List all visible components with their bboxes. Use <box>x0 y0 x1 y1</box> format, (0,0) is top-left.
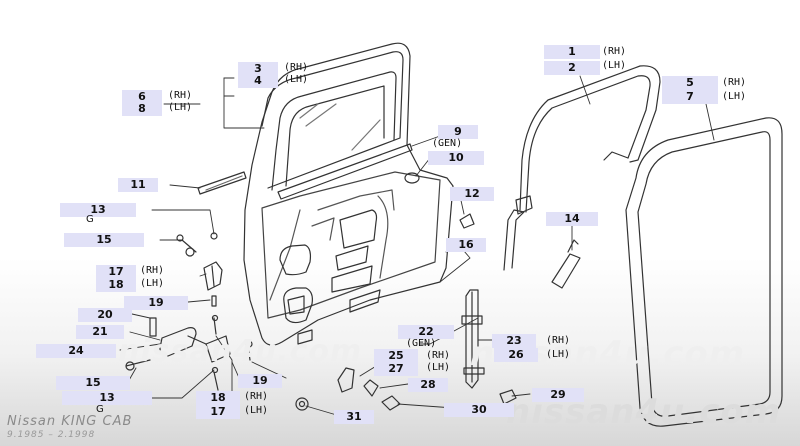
watermark-faint-left: nissan4u.com <box>118 334 363 369</box>
callout-31[interactable]: 31 <box>334 410 374 424</box>
callout-19-upper[interactable]: 19 <box>124 296 188 310</box>
callout-27[interactable]: 27 <box>374 362 418 376</box>
callout-10[interactable]: 10 <box>428 151 484 165</box>
suffix-lh-7: (LH) <box>722 91 747 102</box>
callout-11[interactable]: 11 <box>118 178 158 192</box>
g-marker-lower: G <box>96 404 104 415</box>
hinges <box>159 261 231 363</box>
suffix-lh-27: (LH) <box>426 362 451 373</box>
callout-13-lower[interactable]: 13 <box>62 391 152 405</box>
callout-19-lower[interactable]: 19 <box>238 374 282 388</box>
suffix-lh-2: (LH) <box>602 60 627 71</box>
suffix-rh-3: (RH) <box>284 62 309 73</box>
callout-13-upper[interactable]: 13 <box>60 203 136 217</box>
glass-run-channel <box>461 289 485 389</box>
suffix-lh-17b: (LH) <box>244 405 269 416</box>
suffix-rh-18b: (RH) <box>244 391 269 402</box>
leader-lines <box>119 75 715 417</box>
suffix-rh-17: (RH) <box>140 265 165 276</box>
hole-plug <box>404 172 420 184</box>
suffix-lh-18: (LH) <box>140 278 165 289</box>
suffix-lh-26: (LH) <box>546 349 571 360</box>
callout-9[interactable]: 9 <box>438 125 478 139</box>
fasteners <box>125 232 517 411</box>
g-marker-upper: G <box>86 214 94 225</box>
callout-26[interactable]: 26 <box>494 348 538 362</box>
door-shell <box>243 42 454 346</box>
callout-29[interactable]: 29 <box>532 388 584 402</box>
callout-6[interactable]: 6 <box>122 90 162 104</box>
callout-25[interactable]: 25 <box>374 349 418 363</box>
bracket <box>551 253 581 289</box>
date-range: 9.1985 – 2.1998 <box>7 430 96 440</box>
callout-7[interactable]: 7 <box>662 90 718 104</box>
callout-4[interactable]: 4 <box>238 74 278 88</box>
callout-22[interactable]: 22 <box>398 325 454 339</box>
inner-moulding <box>197 171 247 195</box>
suffix-rh-6: (RH) <box>168 90 193 101</box>
clip <box>459 213 475 229</box>
suffix-rh-23: (RH) <box>546 335 571 346</box>
suffix-rh-1: (RH) <box>602 46 627 57</box>
callout-8[interactable]: 8 <box>122 102 162 116</box>
callout-15-lower[interactable]: 15 <box>56 376 130 390</box>
callout-18-upper[interactable]: 18 <box>96 278 136 292</box>
callout-20[interactable]: 20 <box>78 308 132 322</box>
callout-17-upper[interactable]: 17 <box>96 265 136 279</box>
suffix-rh-25: (RH) <box>426 350 451 361</box>
callout-30[interactable]: 30 <box>444 403 514 417</box>
callout-21[interactable]: 21 <box>76 325 124 339</box>
weatherstrip-door <box>625 117 783 427</box>
callout-12[interactable]: 12 <box>450 187 494 201</box>
weatherstrip-opening <box>503 65 661 271</box>
callout-28[interactable]: 28 <box>408 378 448 392</box>
callout-23[interactable]: 23 <box>492 334 536 348</box>
callout-24[interactable]: 24 <box>36 344 116 358</box>
callout-16[interactable]: 16 <box>446 238 486 252</box>
callout-15-upper[interactable]: 15 <box>64 233 144 247</box>
callout-18-lower[interactable]: 18 <box>196 391 240 405</box>
suffix-rh-5: (RH) <box>722 77 747 88</box>
suffix-gen-22: (GEN) <box>406 338 437 349</box>
callout-2[interactable]: 2 <box>544 61 600 75</box>
callout-3[interactable]: 3 <box>238 62 278 76</box>
callout-1[interactable]: 1 <box>544 45 600 59</box>
callout-17-lower[interactable]: 17 <box>196 405 240 419</box>
model-name: Nissan KING CAB <box>7 414 133 429</box>
suffix-lh-8: (LH) <box>168 102 193 113</box>
callout-14[interactable]: 14 <box>546 212 598 226</box>
suffix-gen-9: (GEN) <box>432 138 463 149</box>
suffix-lh-4: (LH) <box>284 74 309 85</box>
callout-5[interactable]: 5 <box>662 76 718 90</box>
